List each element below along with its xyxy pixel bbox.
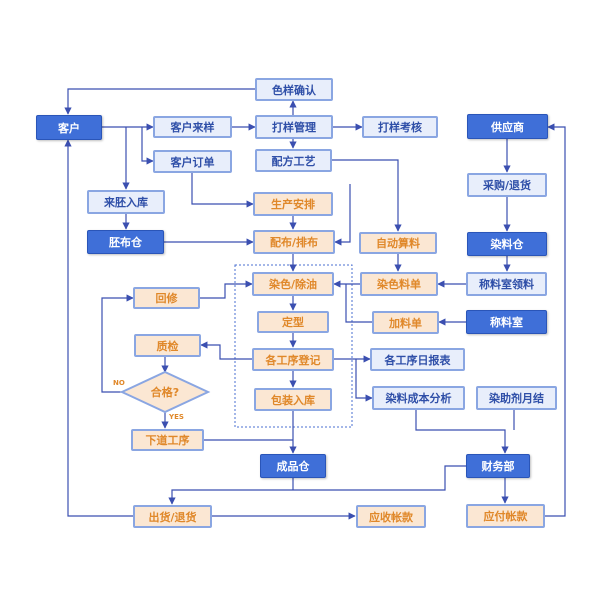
node-yingshou-zhangkuan: 应收帐款 <box>356 505 426 528</box>
node-huixiu: 回修 <box>133 287 200 309</box>
edge-kehu-kehu_dingdan <box>141 127 154 165</box>
node-ranse-liaodan: 染色料单 <box>360 272 438 296</box>
node-seyang-queren: 色样确认 <box>255 78 333 101</box>
node-kehu-laiyang: 客户来样 <box>153 116 232 138</box>
label-no: NO <box>113 379 125 387</box>
node-dingxing: 定型 <box>257 311 329 333</box>
edge-zidong_suanliao-peibu_paibu <box>334 184 351 246</box>
node-chuhuo-tuihuo: 出货/退货 <box>133 505 212 528</box>
node-gongyingshang: 供应商 <box>467 114 548 139</box>
node-ranliao-chengben: 染料成本分析 <box>372 386 465 410</box>
node-chengliaoshi: 称料室 <box>466 310 547 334</box>
node-caigou-tuihuo: 采购/退货 <box>467 173 547 197</box>
node-pibucang: 胚布仓 <box>87 230 164 254</box>
node-hege: 合格? <box>150 386 180 399</box>
edge-jialiaodan-ranse_chuyou <box>345 284 372 323</box>
node-xiadao-gongxu: 下道工序 <box>131 429 204 451</box>
node-peibu-paibu: 配布/排布 <box>253 230 335 254</box>
edge-ranliao_chengben-caiwubu <box>415 410 509 454</box>
label-yes: YES <box>169 413 184 421</box>
edge-gegongxu_dengji-ranliao_chengben <box>355 359 373 402</box>
node-yingfu-zhangkuan: 应付帐款 <box>466 504 545 528</box>
node-shengchan-anpai: 生产安排 <box>253 192 333 216</box>
edge-seyang_queren-kehu <box>64 88 255 115</box>
node-ranzhuji-yuejie: 染助剂月结 <box>476 386 557 410</box>
edge-caiwubu-chuhuo_tuihuo <box>168 465 466 505</box>
node-kehu: 客户 <box>36 115 102 140</box>
node-zhijian: 质检 <box>134 334 201 357</box>
node-zidong-suanliao: 自动算料 <box>359 232 437 254</box>
node-jialiaodan: 加料单 <box>372 311 439 334</box>
node-laipi-ruku: 来胚入库 <box>87 190 165 214</box>
node-gegongxu-dengji: 各工序登记 <box>252 348 334 371</box>
node-dayang-kaohe: 打样考核 <box>362 116 438 138</box>
node-chengliaoshi-lingliao: 称料室领料 <box>466 272 547 296</box>
edge-huixiu-ranse_chuyou <box>200 280 253 299</box>
node-kehu-dingdan: 客户订单 <box>153 150 232 173</box>
node-caiwubu: 财务部 <box>466 454 530 478</box>
node-ranliaocang: 染料仓 <box>467 232 547 256</box>
edge-kehu_dingdan-shengchan_anpai <box>191 173 254 208</box>
edge-chuhuo_tuihuo-kehu <box>64 139 133 517</box>
edge-hege-huixiu <box>101 294 134 393</box>
edge-gegongxu_dengji-zhijian <box>200 341 252 360</box>
node-ranse-chuyou: 染色/除油 <box>252 272 334 296</box>
edge-peifang_gongyi-zidong_suanliao <box>332 159 402 232</box>
edge-yingfu_zhangkuan-gongyingshang <box>545 123 566 517</box>
node-dayang-guanli: 打样管理 <box>255 115 333 139</box>
node-peifang-gongyi: 配方工艺 <box>255 149 332 172</box>
hege-diamond <box>119 370 211 414</box>
node-gegongxu-ribaobiao: 各工序日报表 <box>370 348 465 371</box>
node-chengpincang: 成品仓 <box>260 454 326 478</box>
node-baozhuang-ruku: 包装入库 <box>254 388 332 411</box>
